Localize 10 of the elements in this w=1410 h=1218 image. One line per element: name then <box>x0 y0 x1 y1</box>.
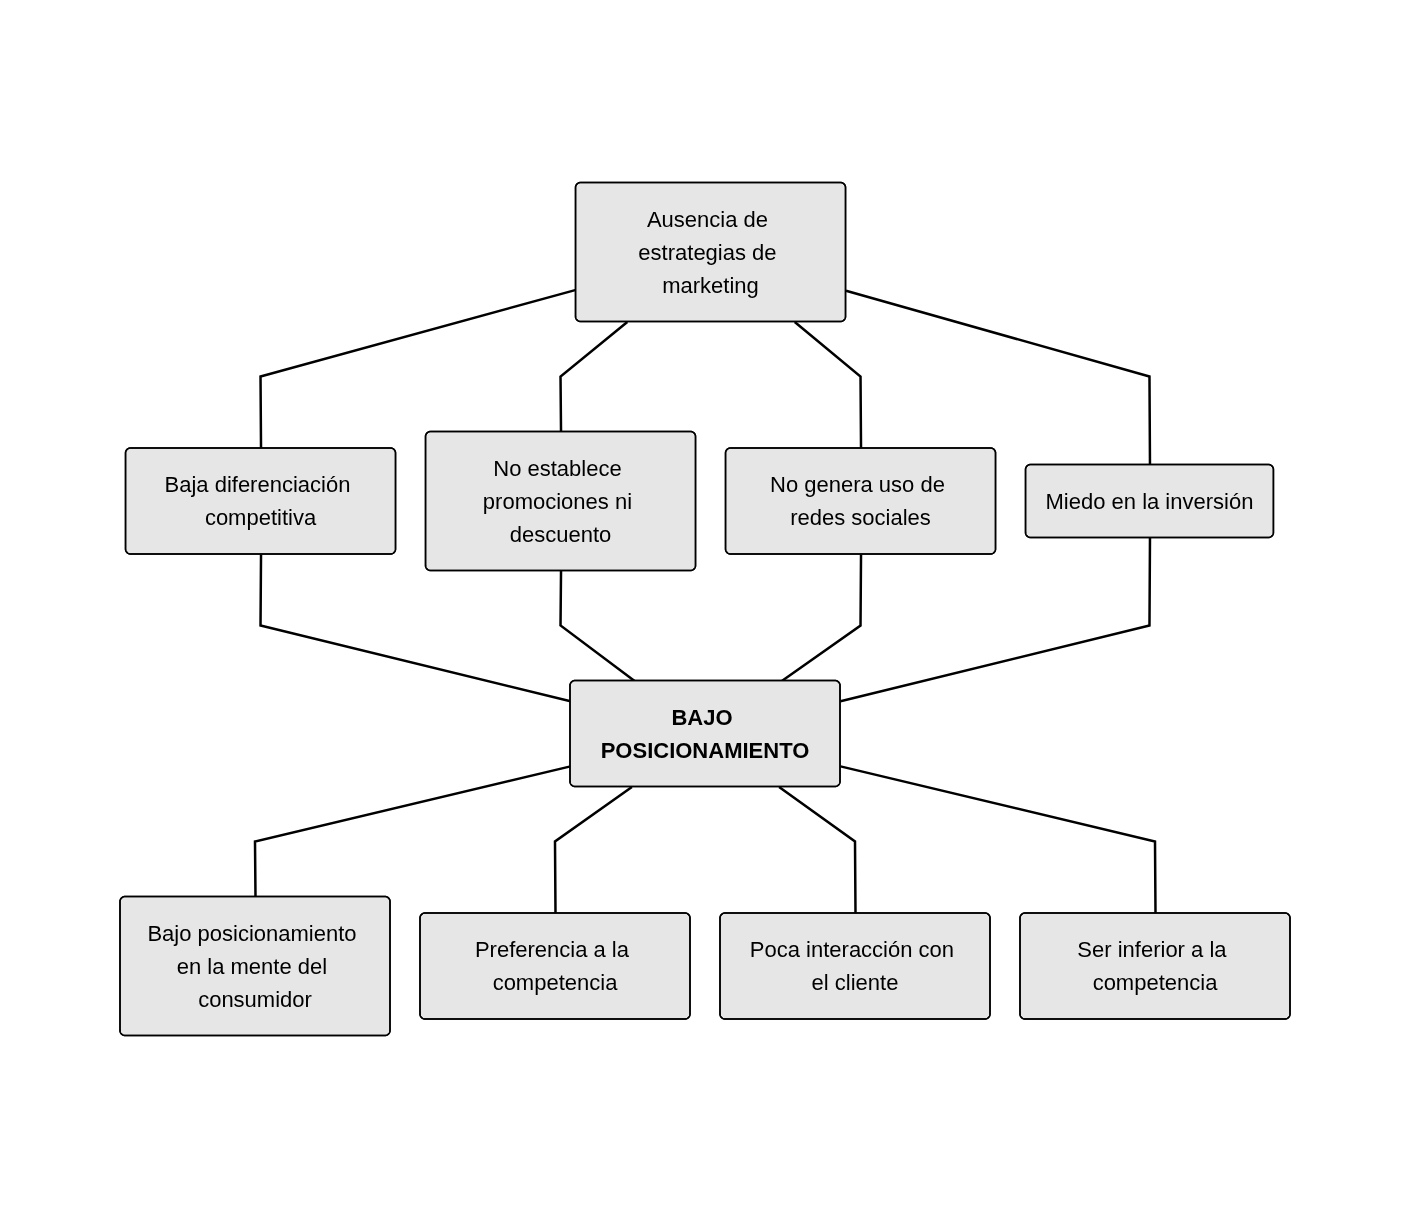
connector <box>553 786 633 914</box>
connector <box>845 289 1152 465</box>
connector <box>259 554 571 703</box>
connector <box>778 786 857 914</box>
connector <box>793 321 863 449</box>
connector <box>559 321 629 432</box>
connector <box>559 571 636 682</box>
connector <box>840 538 1152 703</box>
connector <box>840 765 1157 914</box>
connector <box>253 765 571 897</box>
